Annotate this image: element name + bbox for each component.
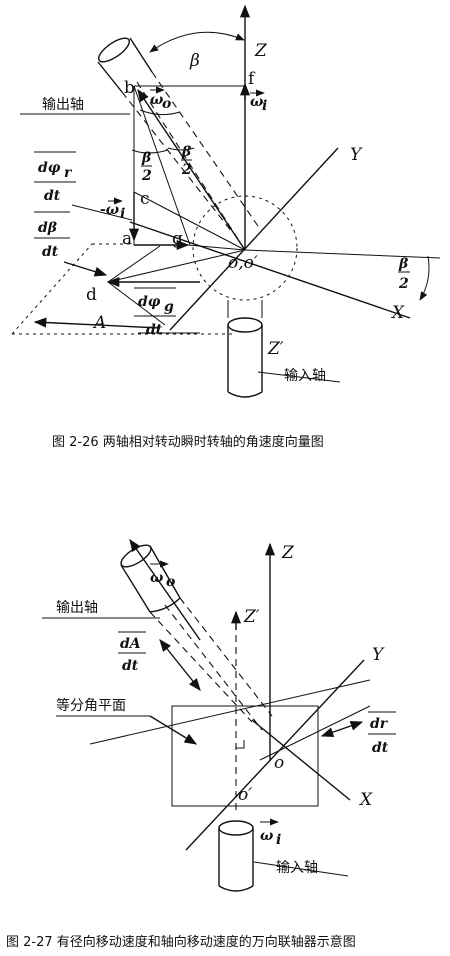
fig2-output-shaft-label: 输出轴 (56, 600, 98, 616)
fig2-output-shaft-cylinder (120, 544, 273, 731)
fig1-axis-z: Z (254, 41, 268, 61)
svg-text:dφ: dφ (138, 294, 161, 310)
fig2-axis-x: X (358, 790, 373, 810)
yoke-circle (192, 195, 298, 301)
svg-text:dφ: dφ (38, 160, 61, 176)
input-shaft-cylinder (227, 317, 263, 398)
fig2-axis-z: Z (281, 543, 295, 563)
fig1-dphi-g-dt: dφ g dt (134, 287, 176, 338)
fig1-point-d: d (86, 285, 97, 305)
svg-text:dβ: dβ (38, 220, 58, 236)
svg-text:β: β (141, 150, 152, 166)
omega-o-vector (137, 88, 246, 251)
fig2-omega-o-label: ω o (150, 560, 175, 590)
fig1-dphi-r-dt: dφ r dt (34, 151, 76, 204)
fig1-point-f: f (248, 69, 256, 89)
svg-text:2: 2 (181, 162, 192, 178)
figure-2-26: Z Y X Z′ β b f c a g d o,o′ A ω o ω i -ω… (11, 4, 441, 450)
svg-text:i: i (262, 98, 267, 114)
fig1-beta: β (189, 51, 200, 71)
svg-text:i: i (276, 832, 281, 848)
svg-text:o: o (162, 96, 171, 112)
fig2-origin-o-prime: o′ (238, 785, 252, 805)
fig1-axis-z-prime: Z′ (267, 339, 284, 359)
svg-text:r: r (64, 165, 73, 181)
fig2-dr-dt: dr dt (368, 711, 396, 756)
fig1-neg-omega-i-label: -ω i (100, 197, 125, 222)
svg-text:dt: dt (146, 322, 163, 338)
svg-text:g: g (164, 299, 174, 315)
fig1-omega-o-label: ω o (150, 86, 171, 112)
svg-text:β: β (398, 256, 409, 272)
fig2-caption: 图 2-27 有径向移动速度和轴向移动速度的万向联轴器示意图 (6, 934, 356, 950)
fig1-origin: o,o′ (228, 253, 258, 273)
svg-text:dt: dt (372, 740, 389, 756)
fig2-dA-dt: dA dt (118, 631, 146, 674)
fig1-point-a: a (122, 229, 132, 249)
fig2-omega-i-label: ω i (260, 818, 281, 848)
fig2-input-shaft-cylinder (218, 820, 254, 892)
figure-2-27: Z Z′ Y X o o′ ω o ω i dA dt dr dt 输出轴 等 (6, 538, 396, 950)
svg-text:dt: dt (122, 658, 139, 674)
svg-text:-ω: -ω (100, 202, 120, 218)
fig1-caption: 图 2-26 两轴相对转动瞬时转轴的角速度向量图 (52, 434, 324, 450)
fig2-axis-y: Y (372, 645, 385, 665)
svg-text:2: 2 (398, 276, 409, 292)
fig2-axis-z-prime: Z′ (243, 607, 260, 627)
fig2-x-axis (251, 719, 351, 801)
fig1-half-beta-left: β 2 (141, 150, 152, 184)
svg-text:dr: dr (370, 716, 389, 732)
svg-text:ω: ω (250, 94, 264, 110)
fig1-axis-y: Y (350, 145, 363, 165)
fig1-half-beta-mid: β 2 (181, 144, 192, 178)
fig1-axis-x: X (390, 303, 405, 323)
fig1-omega-i-label: ω i (250, 89, 267, 114)
bisector-plane-rect (171, 705, 319, 807)
y-axis (169, 147, 339, 331)
fig1-point-g: g (172, 229, 183, 249)
fig2-bisector-plane-label: 等分角平面 (56, 697, 126, 714)
fig1-point-b: b (124, 78, 135, 98)
beta-arc (149, 31, 245, 53)
svg-text:dt: dt (44, 188, 61, 204)
svg-text:ω: ω (260, 828, 274, 844)
fig1-half-beta-right: β 2 (398, 256, 410, 292)
fig1-point-c: c (140, 189, 150, 209)
fig1-A: A (92, 313, 106, 333)
svg-text:i: i (120, 206, 125, 222)
svg-text:dt: dt (42, 244, 59, 260)
svg-text:ω: ω (150, 92, 164, 108)
half-angle-line (244, 249, 441, 259)
fig2-y-axis (185, 659, 365, 851)
fig1-input-shaft-label: 输入轴 (284, 368, 326, 384)
x-axis (129, 221, 411, 319)
fig2-origin-o: o (274, 753, 284, 773)
output-shaft-cylinder (97, 37, 259, 251)
svg-text:β: β (181, 144, 192, 160)
svg-text:dA: dA (120, 636, 141, 652)
svg-text:2: 2 (141, 168, 152, 184)
fig1-output-shaft-label: 输出轴 (42, 97, 84, 113)
fig1-dbeta-dt: dβ dt (34, 211, 70, 260)
fig2-input-shaft-label: 输入轴 (276, 860, 318, 876)
svg-text:ω: ω (150, 570, 164, 586)
svg-text:o: o (166, 574, 175, 590)
